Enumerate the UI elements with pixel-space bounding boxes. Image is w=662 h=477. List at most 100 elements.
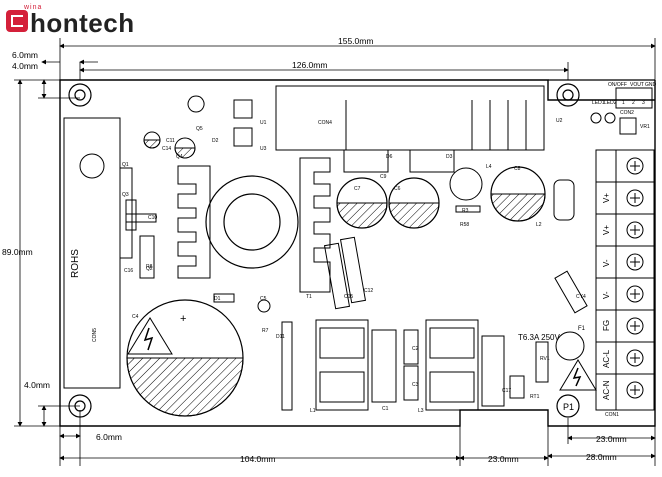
label-u3: U3: [260, 146, 267, 152]
header-pin-3: 3: [642, 100, 645, 106]
label-con1: CON1: [605, 412, 619, 418]
terminal-label-fg: FG: [602, 320, 611, 331]
dimension-labels: 155.0mm 126.0mm 6.0mm 4.0mm 89.0mm 4.0mm…: [2, 36, 627, 464]
label-c8: C8: [514, 166, 521, 172]
label-r7: R7: [262, 328, 269, 334]
label-led2: LED2: [604, 100, 617, 106]
heatsink-con5: [63, 117, 155, 389]
label-cy4: CY4: [576, 294, 586, 300]
label-u2: U2: [556, 118, 563, 124]
capacitor-c15-icon: [323, 242, 351, 310]
label-q1: Q1: [122, 162, 129, 168]
led2-icon: [604, 112, 616, 124]
label-fuse-rating: T6.3A 250V: [518, 333, 560, 342]
mounting-hole-icon: [68, 83, 92, 107]
brand-logo-mark: [6, 10, 28, 32]
label-q3: Q3: [122, 192, 129, 198]
thermistor-rt1-icon: [509, 375, 525, 399]
pcb-board-outline: [59, 79, 656, 427]
transformer-t1: [299, 157, 331, 293]
high-voltage-warning-icon: [559, 359, 597, 391]
label-d6: D6: [386, 154, 393, 160]
label-l3: L3: [418, 408, 424, 414]
capacitor-c2-icon: [403, 329, 419, 365]
label-q4: Q4: [176, 154, 183, 160]
dim-label-89: 89.0mm: [2, 247, 33, 257]
label-l1: L1: [310, 408, 316, 414]
dim-label-155: 155.0mm: [338, 36, 373, 46]
brand-logo-small-text: wina: [24, 4, 43, 11]
diode-d11-icon: [281, 321, 293, 411]
dim-label-28-right: 28.0mm: [586, 452, 617, 462]
label-rt1: RT1: [530, 394, 540, 400]
transistor-q5-icon: [187, 95, 205, 113]
label-r3: R3: [462, 208, 469, 214]
label-vr1: VR1: [640, 124, 650, 130]
label-r58: R58: [460, 222, 469, 228]
mounting-holes: [68, 83, 580, 418]
dim-label-23-bottom: 23.0mm: [488, 454, 519, 464]
label-rv1: RV1: [540, 356, 550, 362]
label-l2: L2: [536, 222, 542, 228]
trimmer-vr1-icon: [619, 117, 637, 135]
label-p1: P1: [563, 402, 574, 412]
label-r8: R8: [146, 264, 153, 270]
header-pin-1: 1: [622, 100, 625, 106]
terminal-label-vminus1: V-: [602, 259, 611, 267]
diodes-d6-d3: [343, 149, 455, 173]
capacitor-c4-icon: +: [126, 299, 244, 417]
label-c9: C9: [380, 174, 387, 180]
connector-con4: [275, 85, 545, 151]
label-c5: C5: [260, 296, 267, 302]
dim-label-4-bottom: 4.0mm: [24, 380, 50, 390]
brand-logo-name: hontech: [30, 8, 135, 38]
label-c7: C7: [354, 186, 361, 192]
label-f1: F1: [578, 326, 586, 332]
label-con5: CON5: [92, 328, 98, 342]
ic-u3-icon: [233, 127, 253, 147]
choke-l1: [315, 319, 369, 411]
header-con2: [590, 87, 653, 135]
terminal-screw-icons: [626, 157, 644, 399]
capacitor-c1-icon: [371, 329, 397, 403]
terminal-block-con1: [595, 149, 655, 411]
inductor-l4-icon: [449, 167, 483, 213]
label-d2: D2: [212, 138, 219, 144]
terminal-label-vminus2: V-: [602, 291, 611, 299]
fuse-f1-icon: [555, 331, 585, 361]
label-c6: C6: [394, 186, 401, 192]
label-c17: C17: [502, 388, 511, 394]
label-con2: CON2: [620, 110, 634, 116]
dim-label-126: 126.0mm: [292, 60, 327, 70]
dim-label-6-bottom: 6.0mm: [96, 432, 122, 442]
varistor-rv1-icon: [535, 341, 549, 383]
mounting-hole-inner: [74, 89, 86, 101]
label-c10: C10: [148, 215, 157, 221]
dim-label-4-top: 4.0mm: [12, 61, 38, 71]
label-d3: D3: [446, 154, 453, 160]
header-label-gnd: GND: [645, 82, 657, 88]
terminal-label-acl: AC-L: [602, 349, 611, 368]
label-t1: T1: [306, 294, 312, 300]
mounting-hole-icon: [68, 394, 92, 418]
terminal-label-vplus1: V+: [602, 193, 611, 203]
ic-u1-icon: [233, 99, 253, 119]
label-c3: C3: [412, 382, 419, 388]
label-c15: C15: [344, 294, 353, 300]
label-c1: C1: [382, 406, 389, 412]
label-q5: Q5: [196, 126, 203, 132]
label-d1: D1: [214, 296, 221, 302]
label-rohs: ROHS: [70, 249, 81, 278]
label-c16: C16: [124, 268, 133, 274]
header-label-onoff: ON/OFF: [608, 82, 627, 88]
label-q2: Q2: [146, 266, 153, 272]
film-capacitors: [213, 236, 588, 411]
dim-label-23-right: 23.0mm: [596, 434, 627, 444]
capacitor-cy4-icon: [554, 270, 588, 314]
label-c4: C4: [132, 314, 139, 320]
label-c11: C11: [166, 138, 175, 144]
label-c2: C2: [412, 346, 419, 352]
label-con4: CON4: [318, 120, 332, 126]
label-l4: L4: [486, 164, 492, 170]
